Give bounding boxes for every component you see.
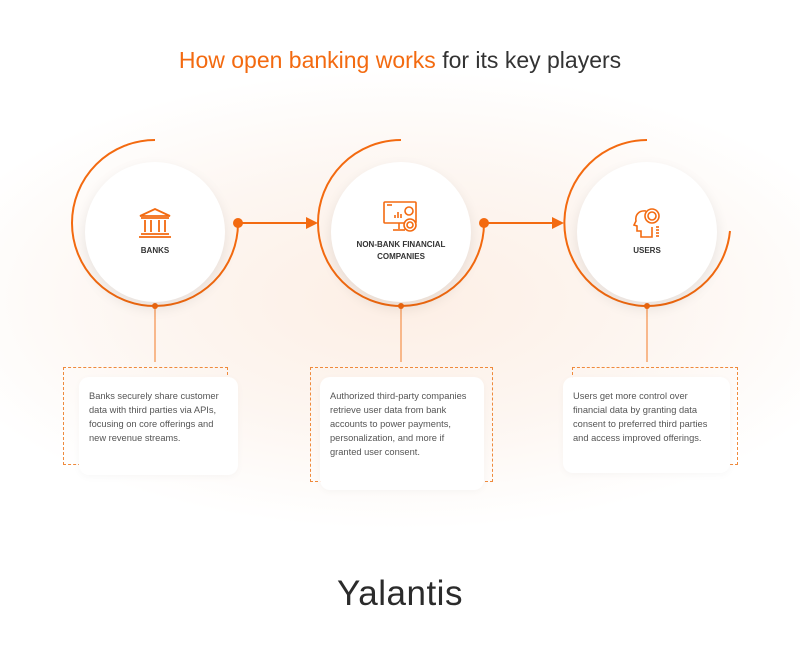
dot-2	[479, 218, 489, 228]
player-label: NON-BANK FINANCIAL COMPANIES	[356, 240, 446, 261]
arrowhead-2	[552, 217, 564, 229]
title-rest: for its key players	[435, 47, 622, 73]
ring-nonbank	[317, 139, 485, 307]
player-users: USERS	[577, 162, 717, 302]
player-nonbank: NON-BANK FINANCIAL COMPANIES	[331, 162, 471, 302]
page-title: How open banking works for its key playe…	[0, 47, 800, 74]
user-money-icon	[632, 208, 660, 238]
ring-users	[563, 139, 731, 307]
description-card-users: Users get more control over financial da…	[563, 377, 730, 473]
description-card-nonbank: Authorized third-party companies retriev…	[320, 377, 484, 490]
description-card-banks: Banks securely share customer data with …	[79, 377, 238, 475]
title-highlight: How open banking works	[178, 47, 436, 73]
brand-logo: Yalantis	[337, 574, 463, 613]
player-label: BANKS	[140, 246, 170, 255]
analytics-monitor-icon	[383, 201, 417, 232]
player-banks: BANKS	[85, 162, 225, 302]
arrowhead-1	[306, 217, 318, 229]
bank-icon	[139, 208, 171, 238]
ring-banks	[71, 139, 239, 307]
player-label: USERS	[633, 246, 661, 255]
dot-1	[233, 218, 243, 228]
